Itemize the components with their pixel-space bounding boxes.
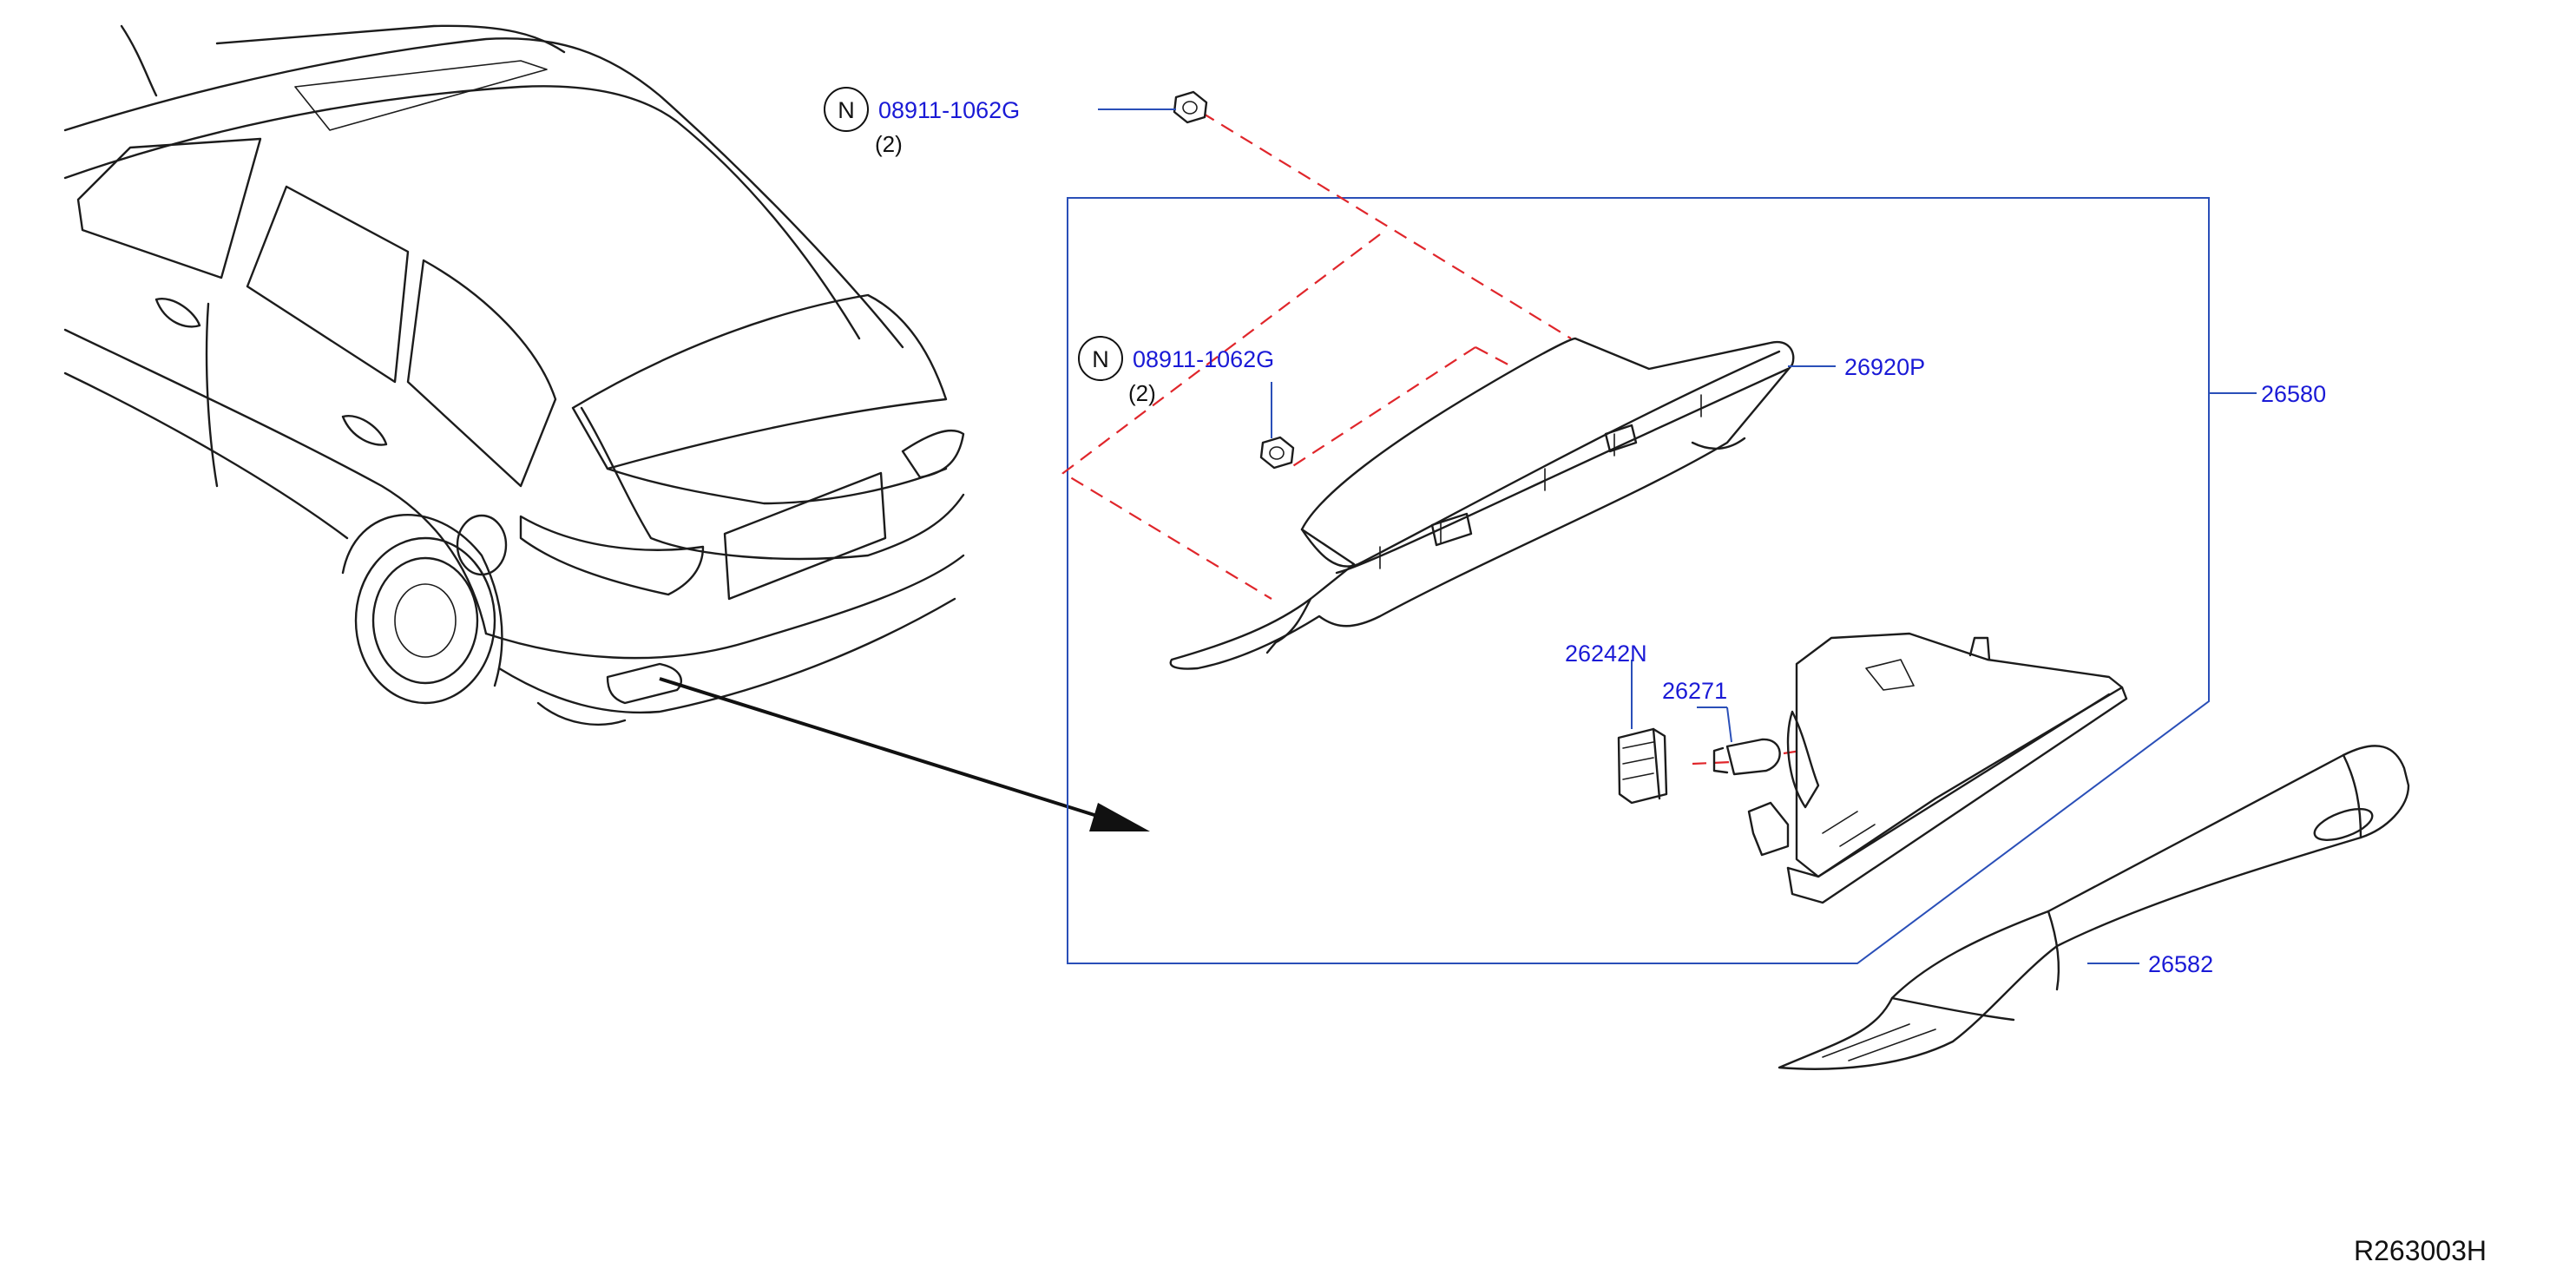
- part-number-label: 08911-1062G: [878, 97, 1020, 123]
- nut-mid-icon: [1259, 436, 1295, 470]
- part-number-26271: 26271: [1662, 678, 1727, 704]
- socket-26242N-icon: [1617, 727, 1668, 805]
- part-number-26920P: 26920P: [1844, 354, 1925, 380]
- lens-cover-26582: [1778, 745, 2410, 1070]
- leader-lines: [1098, 108, 2257, 964]
- diagram-reference-code: R263003H: [2354, 1235, 2487, 1266]
- part-number-26582: 26582: [2148, 951, 2213, 977]
- part-number-label: 08911-1062G: [1133, 346, 1274, 372]
- pointer-arrow: [659, 677, 1150, 831]
- vehicle-illustration: [63, 24, 965, 726]
- quantity-label: (2): [1128, 380, 1156, 406]
- lamp-housing-26920P: [1169, 337, 1795, 670]
- lamp-unit: [1747, 632, 2128, 904]
- callout-nut-top: N 08911-1062G (2): [824, 87, 1020, 157]
- assembly-boundary: [1067, 197, 2210, 964]
- quantity-label: (2): [875, 131, 903, 157]
- part-number-26580: 26580: [2261, 381, 2326, 407]
- part-number-26242N: 26242N: [1565, 641, 1647, 667]
- callout-prefix: N: [1092, 346, 1109, 372]
- callout-nut-mid: N 08911-1062G (2): [1078, 336, 1274, 406]
- callout-prefix: N: [838, 97, 855, 123]
- bulb-26271-icon: [1712, 738, 1781, 776]
- nut-top-icon: [1173, 90, 1208, 124]
